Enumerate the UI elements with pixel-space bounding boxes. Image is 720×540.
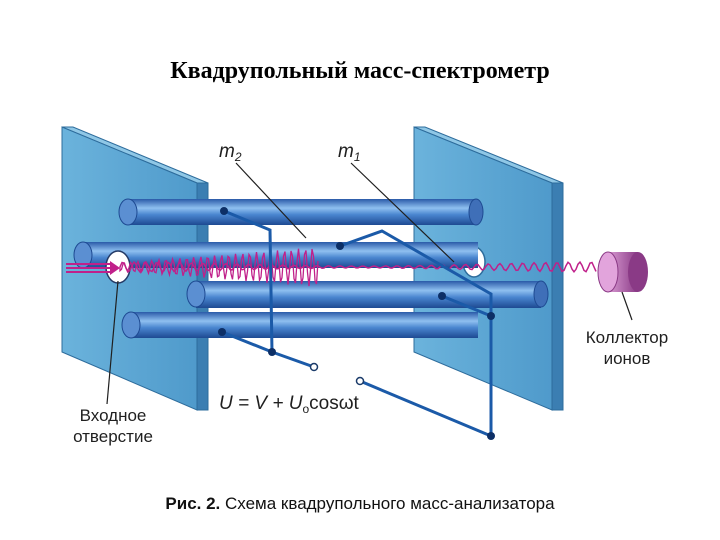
leader-m1 xyxy=(350,162,455,263)
label-formula: U = V + Uocosωt xyxy=(219,393,360,416)
ion-trajectory-m2 xyxy=(119,248,319,287)
leader-m2 xyxy=(235,162,307,239)
caption-prefix: Рис. 2. xyxy=(165,494,221,513)
terminal-right xyxy=(355,376,365,386)
leader-entrance xyxy=(106,280,119,405)
figure-caption: Рис. 2. Схема квадрупольного масс-анализ… xyxy=(0,494,720,514)
label-m2: m2 xyxy=(219,141,242,164)
ion-collector xyxy=(597,251,648,293)
rod-top xyxy=(118,198,484,226)
wire-nodes xyxy=(218,207,495,440)
exit-plate xyxy=(413,126,564,411)
label-m1: m1 xyxy=(338,141,361,164)
ion-beam xyxy=(66,248,597,287)
caption-text: Схема квадрупольного масс-анализатора xyxy=(220,494,555,513)
label-collector-line1: Коллектор xyxy=(586,328,668,347)
rod-bottom xyxy=(121,311,478,339)
rf-wiring xyxy=(221,209,493,438)
rod-lower-right xyxy=(186,280,549,308)
leader-collector xyxy=(621,291,633,321)
label-entrance-line1: Входное xyxy=(80,406,147,425)
page-title: Квадрупольный масс-спектрометр xyxy=(170,58,550,84)
quadrupole-rods xyxy=(73,198,549,339)
rod-upper-left xyxy=(73,241,478,269)
label-collector-line2: ионов xyxy=(604,349,651,368)
label-entrance-line2: отверстие xyxy=(73,427,153,446)
terminal-left xyxy=(309,362,319,372)
ion-trajectory-m1 xyxy=(119,260,597,274)
